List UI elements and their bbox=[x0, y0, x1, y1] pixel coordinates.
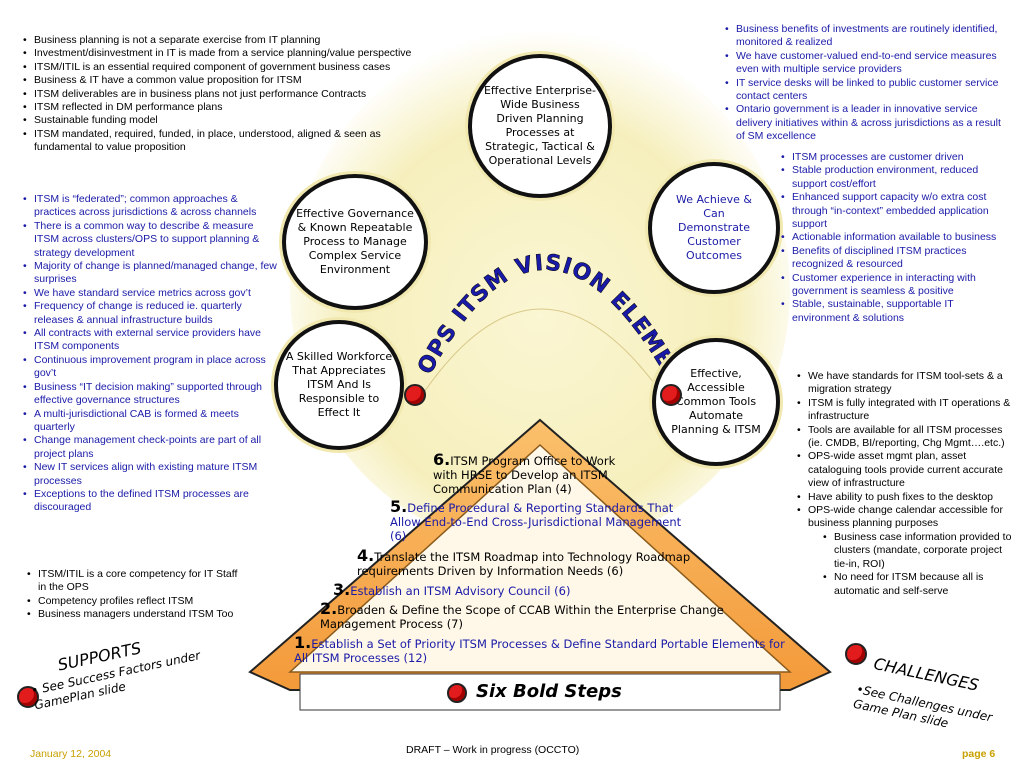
list-item: We have standards for ITSM tool-sets & a… bbox=[797, 370, 1016, 397]
list-item: Ontario government is a leader in innova… bbox=[725, 103, 1012, 143]
list-item: ITSM/ITIL is a core competency for IT St… bbox=[27, 568, 244, 595]
step-1-text: Establish a Set of Priority ITSM Process… bbox=[294, 637, 785, 665]
list-item: New IT services align with existing matu… bbox=[23, 461, 278, 488]
list-item: ITSM processes are customer driven bbox=[781, 151, 1014, 165]
bullet-left-workforce-icon bbox=[404, 384, 426, 406]
circle-customer: We Achieve & Can Demonstrate Customer Ou… bbox=[648, 162, 780, 294]
left-bottom-list: ITSM/ITIL is a core competency for IT St… bbox=[24, 568, 244, 622]
list-item: Change management check-points are part … bbox=[23, 434, 278, 461]
list-item: A multi-jurisdictional CAB is formed & m… bbox=[23, 408, 278, 435]
step-3-number: 3. bbox=[333, 580, 351, 599]
right-top-list: Business benefits of investments are rou… bbox=[722, 23, 1012, 144]
list-item: Exceptions to the defined ITSM processes… bbox=[23, 488, 278, 515]
list-item: Majority of change is planned/managed ch… bbox=[23, 260, 278, 287]
step-4: 4.Translate the ITSM Roadmap into Techno… bbox=[357, 546, 747, 579]
list-item: ITSM/ITIL is an essential required compo… bbox=[23, 61, 450, 75]
list-item: ITSM mandated, required, funded, in plac… bbox=[23, 128, 434, 155]
list-item: There is a common way to describe & meas… bbox=[23, 220, 278, 260]
footer-page: page 6 bbox=[962, 748, 996, 760]
list-item: Business & IT have a common value propos… bbox=[23, 74, 450, 88]
step-6-text: ITSM Program Office to Work with HRSE to… bbox=[433, 454, 616, 496]
circle-planning-label: Effective Enterprise-Wide Business Drive… bbox=[483, 84, 597, 167]
step-2: 2.Broaden & Define the Scope of CCAB Wit… bbox=[320, 599, 760, 632]
six-bold-steps-label: Six Bold Steps bbox=[476, 681, 622, 702]
list-item: Stable production environment, reduced s… bbox=[781, 164, 1014, 191]
list-item: Benefits of disciplined ITSM practices r… bbox=[781, 245, 1014, 272]
list-item: OPS-wide asset mgmt plan, asset catalogu… bbox=[797, 450, 1016, 490]
list-item: Business “IT decision making” supported … bbox=[23, 381, 278, 408]
list-item: Competency profiles reflect ITSM bbox=[27, 595, 244, 609]
list-item: ITSM reflected in DM performance plans bbox=[23, 101, 450, 115]
list-item: Sustainable funding model bbox=[23, 114, 450, 128]
step-5-number: 5. bbox=[390, 497, 408, 516]
roof-inner bbox=[288, 443, 792, 673]
step-1: 1.Establish a Set of Priority ITSM Proce… bbox=[294, 633, 794, 666]
arc-line bbox=[419, 308, 666, 399]
list-item: IT service desks will be linked to publi… bbox=[725, 77, 1012, 104]
list-item: Have ability to push fixes to the deskto… bbox=[797, 491, 1016, 505]
right-middle-list: ITSM processes are customer driven Stabl… bbox=[778, 151, 1014, 325]
circle-planning: Effective Enterprise-Wide Business Drive… bbox=[468, 54, 612, 198]
circle-tools-label: Effective, Accessible Common Tools Autom… bbox=[671, 367, 761, 436]
list-item: Investment/disinvestment in IT is made f… bbox=[23, 47, 414, 61]
step-6-number: 6. bbox=[433, 450, 451, 469]
list-item: Stable, sustainable, supportable IT envi… bbox=[781, 298, 1014, 325]
list-item: ITSM deliverables are in business plans … bbox=[23, 88, 450, 102]
bullet-supports-icon bbox=[17, 686, 39, 708]
circle-workforce-label: A Skilled Workforce That Appreciates ITS… bbox=[285, 350, 393, 419]
list-item: Continuous improvement program in place … bbox=[23, 354, 278, 381]
list-item: Business planning is not a separate exer… bbox=[23, 34, 450, 48]
circle-governance-label: Effective Governance & Known Repeatable … bbox=[296, 207, 414, 276]
footer-center: DRAFT – Work in progress (OCCTO) bbox=[406, 744, 580, 756]
step-2-text: Broaden & Define the Scope of CCAB Withi… bbox=[320, 603, 724, 631]
step-1-number: 1. bbox=[294, 633, 312, 652]
step-4-text: Translate the ITSM Roadmap into Technolo… bbox=[357, 550, 691, 578]
list-item: Enhanced support capacity w/o extra cost… bbox=[781, 191, 1014, 231]
left-middle-list: ITSM is “federated”; common approaches &… bbox=[20, 193, 278, 515]
circle-customer-label: We Achieve & Can Demonstrate Customer Ou… bbox=[675, 193, 753, 262]
step-3-text: Establish an ITSM Advisory Council (6) bbox=[350, 584, 571, 598]
list-item: OPS-wide change calendar accessible for … bbox=[797, 504, 1016, 531]
list-item: Business managers understand ITSM Too bbox=[27, 608, 244, 622]
circle-governance: Effective Governance & Known Repeatable … bbox=[282, 174, 428, 310]
list-item: ITSM is “federated”; common approaches &… bbox=[23, 193, 278, 220]
bullet-right-tools-icon bbox=[660, 384, 682, 406]
circle-workforce: A Skilled Workforce That Appreciates ITS… bbox=[274, 320, 404, 450]
list-item: Tools are available for all ITSM process… bbox=[797, 424, 1016, 451]
roof-base bbox=[299, 673, 781, 711]
footer-date: January 12, 2004 bbox=[30, 748, 112, 760]
left-top-list: Business planning is not a separate exer… bbox=[20, 34, 450, 155]
six-steps-bullet-icon bbox=[447, 683, 467, 703]
list-item: Actionable information available to busi… bbox=[781, 231, 1014, 245]
step-5: 5.Define Procedural & Reporting Standard… bbox=[390, 497, 690, 544]
list-item: We have standard service metrics across … bbox=[23, 287, 278, 301]
step-5-text: Define Procedural & Reporting Standards … bbox=[390, 501, 682, 543]
list-item: Customer experience in interacting with … bbox=[781, 272, 1014, 299]
bullet-challenges-icon bbox=[845, 643, 867, 665]
step-2-number: 2. bbox=[320, 599, 338, 618]
right-bottom-list: We have standards for ITSM tool-sets & a… bbox=[794, 370, 1016, 598]
step-6: 6.ITSM Program Office to Work with HRSE … bbox=[433, 450, 643, 497]
list-item: No need for ITSM because all is automati… bbox=[823, 571, 1016, 598]
list-item: Business benefits of investments are rou… bbox=[725, 23, 1012, 50]
list-item: ITSM is fully integrated with IT operati… bbox=[797, 397, 1016, 424]
list-item: All contracts with external service prov… bbox=[23, 327, 278, 354]
step-4-number: 4. bbox=[357, 546, 375, 565]
list-item: Business case information provided to cl… bbox=[823, 531, 1016, 571]
list-item: We have customer-valued end-to-end servi… bbox=[725, 50, 1012, 77]
step-3: 3.Establish an ITSM Advisory Council (6) bbox=[333, 580, 653, 599]
list-item: Frequency of change is reduced ie. quart… bbox=[23, 300, 278, 327]
